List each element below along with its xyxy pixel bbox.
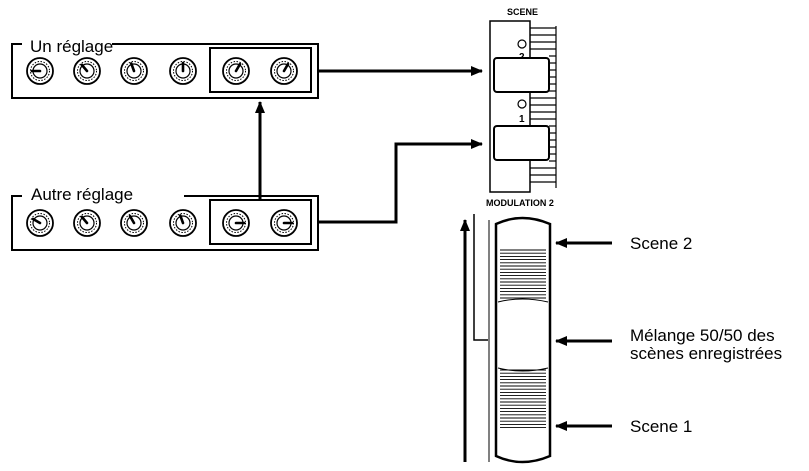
- setting-a-frame: [11, 43, 319, 99]
- knob-icon: [270, 209, 298, 237]
- scene-panel-title: SCENE: [507, 7, 538, 17]
- callout-scene2: Scene 2: [630, 234, 692, 253]
- modulation-wheel-group: MODULATION 2: [460, 198, 554, 464]
- scene-1-button[interactable]: [493, 125, 550, 161]
- setting-b-group: Autre réglage: [11, 185, 319, 251]
- scene-panel: SCENE 2 1: [489, 7, 557, 193]
- knob-icon: [270, 57, 298, 85]
- scene-1-number: 1: [519, 114, 525, 125]
- scene-2-button[interactable]: [493, 57, 550, 93]
- knob-icon: [169, 209, 197, 237]
- knob-icon: [73, 57, 101, 85]
- scene-panel-fins: [530, 26, 557, 188]
- knob-icon: [120, 209, 148, 237]
- callout-mix-line2: scènes enregistrées: [630, 344, 782, 363]
- knob-icon: [26, 209, 54, 237]
- setting-b-knobs: [26, 209, 298, 237]
- setting-a-selected-knobs-frame: [209, 47, 312, 93]
- setting-a-group: Un réglage: [11, 37, 319, 99]
- modulation-title: MODULATION 2: [486, 198, 554, 208]
- knob-icon: [169, 57, 197, 85]
- knob-icon: [222, 57, 250, 85]
- modulation-wheel-outline[interactable]: [494, 216, 552, 464]
- knob-icon: [26, 57, 54, 85]
- knob-icon: [120, 57, 148, 85]
- knob-icon: [222, 209, 250, 237]
- scene-2-led-icon: [517, 39, 527, 49]
- setting-b-frame: [11, 195, 319, 251]
- setting-b-label: Autre réglage: [31, 185, 133, 204]
- knob-icon: [73, 209, 101, 237]
- callout-mix-line1: Mélange 50/50 des: [630, 326, 775, 345]
- modulation-wheel-ridges: [497, 249, 549, 429]
- arrow-setting-b-to-scene1: [318, 139, 483, 224]
- modulation-backplate: [473, 214, 488, 341]
- scene-1-led-icon: [517, 99, 527, 109]
- setting-a-label: Un réglage: [30, 37, 113, 56]
- callout-scene1: Scene 1: [630, 417, 692, 436]
- setting-a-knobs: [26, 57, 298, 85]
